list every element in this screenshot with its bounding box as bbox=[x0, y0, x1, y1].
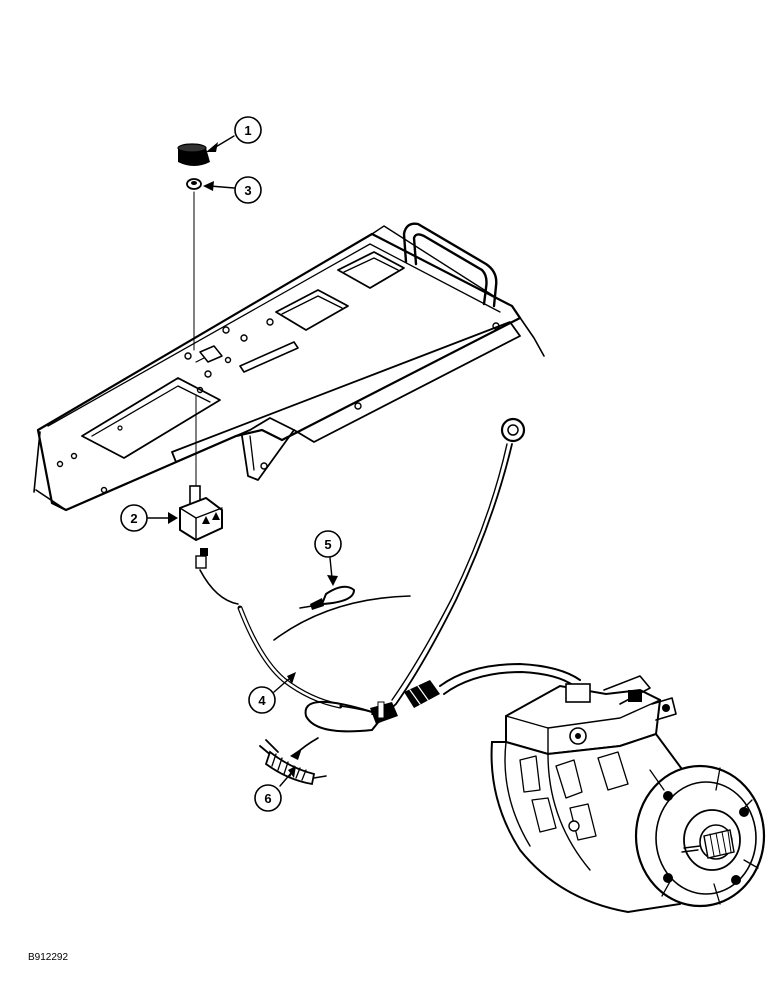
callout-5: 5 bbox=[314, 530, 342, 586]
cover-panel bbox=[33, 222, 545, 512]
callout-1-label: 1 bbox=[244, 123, 251, 138]
figure-id: B912292 bbox=[28, 952, 69, 963]
callout-2: 2 bbox=[120, 504, 178, 532]
callout-4-label: 4 bbox=[258, 693, 266, 708]
cable-tie-part bbox=[299, 585, 355, 610]
switch-part bbox=[179, 485, 223, 569]
callout-6: 6 bbox=[254, 766, 296, 812]
callout-3: 3 bbox=[203, 176, 262, 204]
wire-harness bbox=[199, 417, 581, 733]
callout-4: 4 bbox=[248, 672, 296, 714]
knob-part bbox=[177, 143, 210, 166]
callout-6-label: 6 bbox=[264, 791, 271, 806]
loom-part bbox=[259, 737, 327, 786]
callout-1: 1 bbox=[206, 116, 262, 152]
callout-5-label: 5 bbox=[324, 537, 331, 552]
pump-motor bbox=[490, 675, 766, 914]
callout-3-label: 3 bbox=[244, 183, 251, 198]
nut-part bbox=[186, 178, 202, 190]
callout-2-label: 2 bbox=[130, 511, 137, 526]
